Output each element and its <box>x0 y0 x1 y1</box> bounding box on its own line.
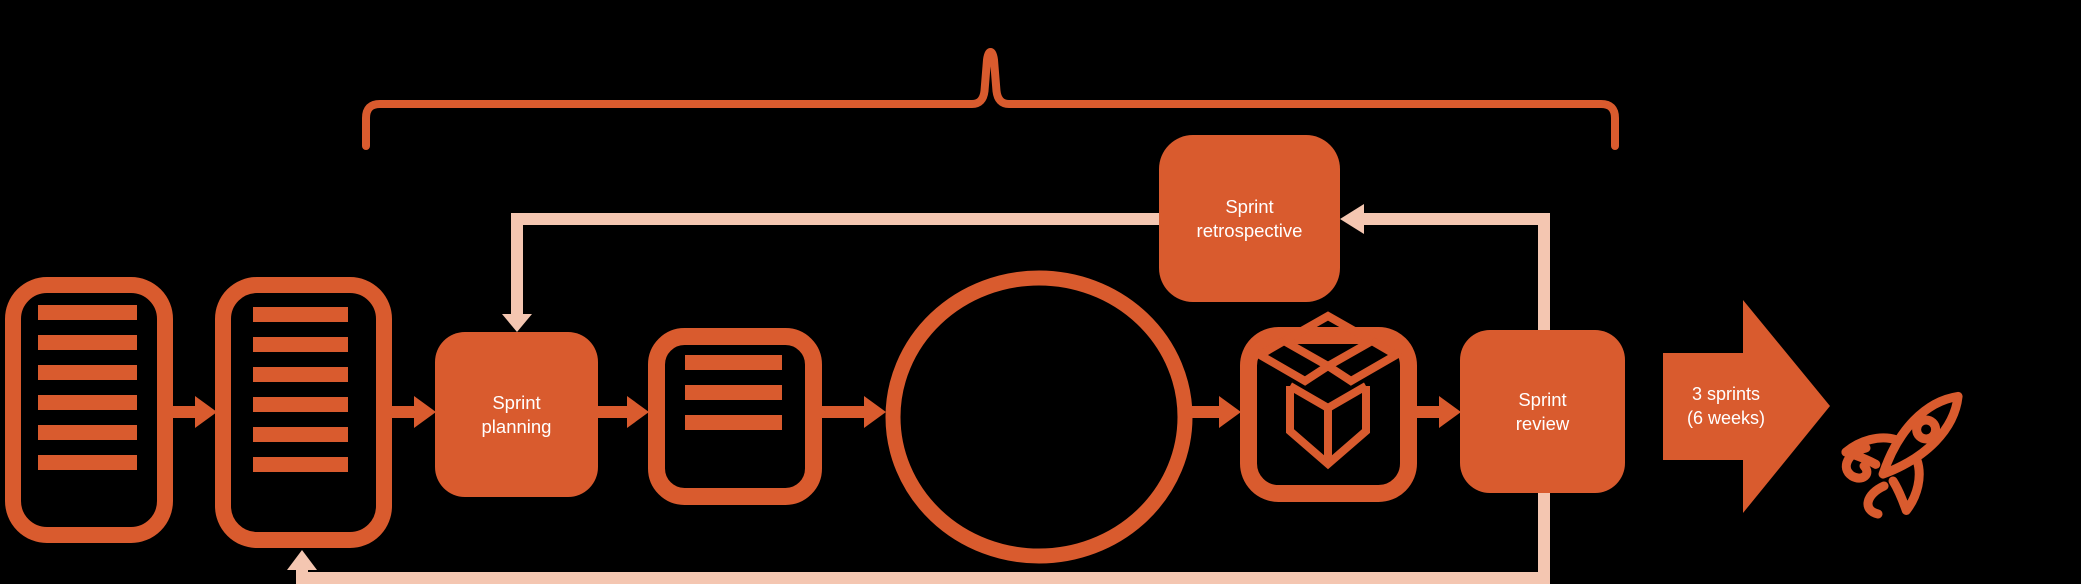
release-arrow-label-text: 3 sprints (6 weeks) <box>1686 384 1766 428</box>
review-to-backlog-connector <box>296 491 1550 584</box>
flow-arrow <box>392 396 436 428</box>
sprint-review-label: Sprint review <box>1515 388 1570 434</box>
review-to-retrospective-connector <box>1364 213 1550 332</box>
increment-box-icon <box>1240 311 1417 502</box>
sprint-planning-box: Sprint planning <box>435 332 598 497</box>
sprint-retrospective-label: Sprint retrospective <box>1196 195 1303 241</box>
flow-arrow <box>1192 396 1241 428</box>
list-lines <box>38 305 137 470</box>
sprint-cycle-circle <box>885 270 1193 564</box>
rocket-icon <box>1841 391 1963 519</box>
flow-arrows <box>173 396 1461 428</box>
flow-arrow <box>1417 396 1461 428</box>
list-lines <box>253 307 348 472</box>
flow-arrow <box>598 396 649 428</box>
release-arrow <box>1663 300 1830 513</box>
product-backlog-icon <box>5 277 173 543</box>
arrowhead-left-icon <box>1340 204 1364 234</box>
arrowhead-down-icon <box>502 314 532 332</box>
exhaust-swirl-icon <box>1863 481 1889 519</box>
list-lines <box>685 355 782 430</box>
sprint-planning-label: Sprint planning <box>481 391 552 437</box>
feedback-connectors <box>287 204 1550 584</box>
sprint-retrospective-box: Sprint retrospective <box>1159 135 1340 302</box>
flow-arrow <box>822 396 886 428</box>
top-brace <box>362 47 1619 150</box>
exhaust-swirl-icon <box>1841 443 1872 483</box>
task-list-icon <box>648 328 822 505</box>
flow-arrow <box>173 396 217 428</box>
release-arrow-label: 3 sprints (6 weeks) <box>1656 353 1796 460</box>
arrowhead-up-icon <box>287 550 317 570</box>
sprint-backlog-icon <box>215 277 392 548</box>
sprint-review-box: Sprint review <box>1460 330 1625 493</box>
retrospective-to-planning-connector <box>511 213 1160 314</box>
